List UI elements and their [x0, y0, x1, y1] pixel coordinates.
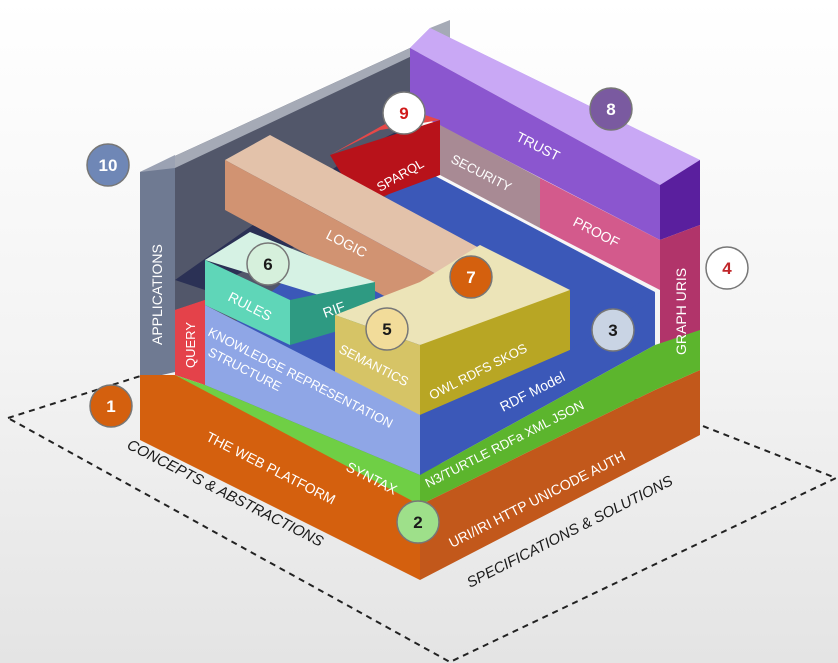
- svg-text:5: 5: [382, 320, 391, 339]
- marker-10: 10: [86, 143, 130, 187]
- uri-block: [420, 370, 700, 580]
- trust-block-side: [660, 160, 700, 240]
- knowledge-rep-block: [205, 305, 420, 475]
- marker-9: 9: [382, 91, 426, 135]
- rif-label: RIF: [321, 298, 348, 321]
- marker-2: 2: [396, 500, 440, 544]
- rules-block: [205, 260, 290, 345]
- svg-text:8: 8: [606, 100, 615, 119]
- trust-block-top: [410, 28, 700, 185]
- security-block: [440, 125, 540, 228]
- svg-text:2: 2: [413, 513, 422, 532]
- logic-bar-top: [225, 135, 520, 295]
- marker-3: 3: [591, 308, 635, 352]
- proof-block: [540, 178, 660, 290]
- marker-1: 1: [89, 384, 133, 428]
- floor-outline: [5, 298, 838, 663]
- marker-4: 4: [705, 246, 749, 290]
- marker-8: 8: [589, 87, 633, 131]
- marker-6: 6: [246, 242, 290, 286]
- graph-uris-pillar: [660, 225, 700, 360]
- marker-5: 5: [365, 307, 409, 351]
- applications-pillar: [140, 168, 175, 380]
- svg-text:7: 7: [466, 268, 475, 287]
- rules-block-top: [205, 232, 375, 300]
- query-front: [175, 300, 205, 385]
- svg-text:9: 9: [399, 104, 408, 123]
- query-label: QUERY: [183, 322, 198, 368]
- web-platform-block: [140, 375, 420, 580]
- graph-uris-label: GRAPH URIS: [673, 268, 689, 355]
- svg-text:10: 10: [99, 156, 118, 175]
- svg-text:3: 3: [608, 321, 617, 340]
- trust-block: [410, 48, 660, 240]
- owl-block: [420, 290, 570, 415]
- base-top-strip: [655, 330, 700, 390]
- applications-label: APPLICATIONS: [149, 244, 165, 345]
- svg-text:4: 4: [722, 259, 732, 278]
- svg-text:1: 1: [106, 397, 115, 416]
- n3-block: [420, 345, 655, 505]
- rif-block: [290, 282, 375, 345]
- marker-7: 7: [449, 255, 493, 299]
- svg-text:6: 6: [263, 255, 272, 274]
